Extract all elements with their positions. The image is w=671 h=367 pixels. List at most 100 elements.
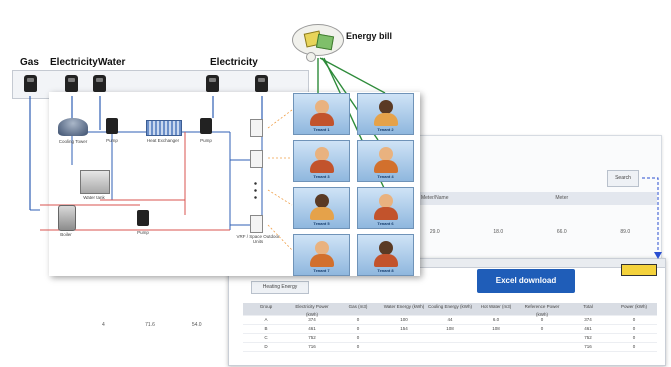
tenant-avatar-icon bbox=[379, 147, 393, 161]
excel-cell: 0 bbox=[540, 317, 544, 322]
excel-cell: 0 bbox=[632, 335, 636, 340]
outdoor-unit-icon bbox=[250, 119, 263, 137]
excel-download-button[interactable]: Excel download bbox=[477, 269, 575, 293]
electricity-label-right: Electricity bbox=[210, 57, 258, 68]
tenant-label: Tenant 6 bbox=[377, 221, 394, 226]
tenant-label: Tenant 5 bbox=[313, 221, 330, 226]
boiler-label: Boiler bbox=[60, 232, 72, 237]
electricity-label-left: Electricity bbox=[50, 57, 98, 68]
report-left-row: 4 71.6 54.0 bbox=[80, 322, 220, 332]
tenant-body-icon bbox=[310, 160, 334, 173]
search-button[interactable]: Search bbox=[607, 170, 639, 187]
electricity-meter-icon bbox=[255, 75, 268, 92]
pump-label: Pump bbox=[137, 230, 149, 235]
excel-cell: D bbox=[264, 344, 268, 349]
tenant-card: Tenant 4 bbox=[357, 140, 414, 182]
report-value-row: 29.0 18.0 66.0 89.0 bbox=[403, 226, 657, 239]
pump-icon bbox=[106, 118, 118, 134]
excel-cell: C bbox=[264, 335, 268, 340]
tenant-label: Tenant 7 bbox=[313, 268, 330, 273]
boiler-icon bbox=[58, 205, 76, 231]
electricity-meter-icon bbox=[206, 75, 219, 92]
water-tank-label: Water tank bbox=[83, 195, 105, 200]
tenant-body-icon bbox=[374, 160, 398, 173]
excel-cell: 0 bbox=[356, 326, 360, 331]
tenant-avatar-icon bbox=[315, 241, 329, 255]
water-meter-icon bbox=[93, 75, 106, 92]
ellipsis-dots bbox=[254, 180, 257, 202]
energy-bill-bubble bbox=[292, 24, 344, 56]
report-header-cell: Meter bbox=[555, 195, 569, 201]
tenant-body-icon bbox=[310, 207, 334, 220]
tenant-label: Tenant 8 bbox=[377, 268, 394, 273]
excel-header-cell: Electricity Power (kWh) bbox=[295, 304, 329, 317]
tenant-label: Tenant 4 bbox=[377, 174, 394, 179]
cooling-tower-label: Cooling Tower bbox=[58, 139, 88, 144]
gas-meter-icon bbox=[24, 75, 37, 92]
excel-cell: 461 bbox=[584, 326, 592, 331]
heating-tab[interactable]: Heating Energy bbox=[251, 281, 309, 294]
electricity-meter-icon bbox=[65, 75, 78, 92]
bubble-tail bbox=[306, 52, 316, 62]
excel-cell: 154 bbox=[400, 326, 408, 331]
excel-cell: 0 bbox=[632, 317, 636, 322]
excel-header-cell: Group bbox=[259, 304, 273, 309]
pump-icon bbox=[200, 118, 212, 134]
outdoor-unit-label: VRF / Space Outdoor Units bbox=[236, 234, 280, 244]
excel-cell: 44 bbox=[447, 317, 453, 322]
excel-header-row: Group Electricity Power (kWh) Gas (m3) W… bbox=[243, 303, 657, 317]
excel-cell: 0 bbox=[356, 317, 360, 322]
tenant-avatar-icon bbox=[379, 194, 393, 208]
excel-header-cell: Hot Water (m3) bbox=[480, 304, 512, 309]
excel-cell: 374 bbox=[308, 317, 316, 322]
tenant-card: Tenant 1 bbox=[293, 93, 350, 135]
pump-label: Pump bbox=[200, 138, 212, 143]
tenant-label: Tenant 3 bbox=[313, 174, 330, 179]
tenant-label: Tenant 1 bbox=[313, 127, 330, 132]
tenant-body-icon bbox=[374, 207, 398, 220]
excel-cell: 108 bbox=[446, 326, 454, 331]
water-tank-icon bbox=[80, 170, 110, 194]
report-value: 66.0 bbox=[556, 229, 567, 235]
excel-cell: 752 bbox=[308, 335, 316, 340]
excel-header-cell: Gas (m3) bbox=[348, 304, 368, 309]
cooling-tower-icon bbox=[58, 118, 88, 136]
report-header-cell: Meter/Name bbox=[420, 195, 449, 201]
tenant-card: Tenant 6 bbox=[357, 187, 414, 229]
excel-table: Group Electricity Power (kWh) Gas (m3) W… bbox=[243, 303, 657, 359]
excel-cell: 461 bbox=[308, 326, 316, 331]
report-cell: 71.6 bbox=[145, 322, 155, 328]
energy-bill-label: Energy bill bbox=[346, 31, 393, 41]
tenant-card: Tenant 7 bbox=[293, 234, 350, 276]
bill-document-icon bbox=[315, 33, 335, 51]
excel-header-cell: Water Energy (kWh) bbox=[383, 304, 425, 309]
tenant-body-icon bbox=[310, 254, 334, 267]
excel-cell: 0 bbox=[632, 326, 636, 331]
excel-cell: A bbox=[264, 317, 268, 322]
water-label: Water bbox=[98, 57, 126, 68]
excel-cell: 0 bbox=[632, 344, 636, 349]
tenant-card: Tenant 3 bbox=[293, 140, 350, 182]
report-value: 29.0 bbox=[429, 229, 440, 235]
outdoor-unit-icon bbox=[250, 215, 263, 233]
excel-header-cell: Reference Power (kWh) bbox=[524, 304, 560, 317]
tenant-body-icon bbox=[374, 113, 398, 126]
excel-cell: 100 bbox=[400, 317, 408, 322]
excel-header-cell: Cooling Energy (kWh) bbox=[427, 304, 472, 309]
heat-exchanger-icon bbox=[146, 120, 182, 136]
excel-cell: 0 bbox=[356, 335, 360, 340]
heat-exchanger-label: Heat Exchanger bbox=[146, 138, 180, 143]
tenant-avatar-icon bbox=[315, 194, 329, 208]
excel-highlight-cell bbox=[621, 264, 657, 276]
report-header-row: Meter/Name Meter bbox=[403, 192, 657, 205]
tenant-body-icon bbox=[374, 254, 398, 267]
excel-report-window: Heating Energy Excel download Group Elec… bbox=[228, 258, 666, 366]
tenant-avatar-icon bbox=[315, 147, 329, 161]
report-cell: 4 bbox=[101, 322, 105, 328]
tenant-card: Tenant 2 bbox=[357, 93, 414, 135]
excel-cell: 374 bbox=[584, 317, 592, 322]
excel-cell: 752 bbox=[584, 335, 592, 340]
tenant-card: Tenant 8 bbox=[357, 234, 414, 276]
